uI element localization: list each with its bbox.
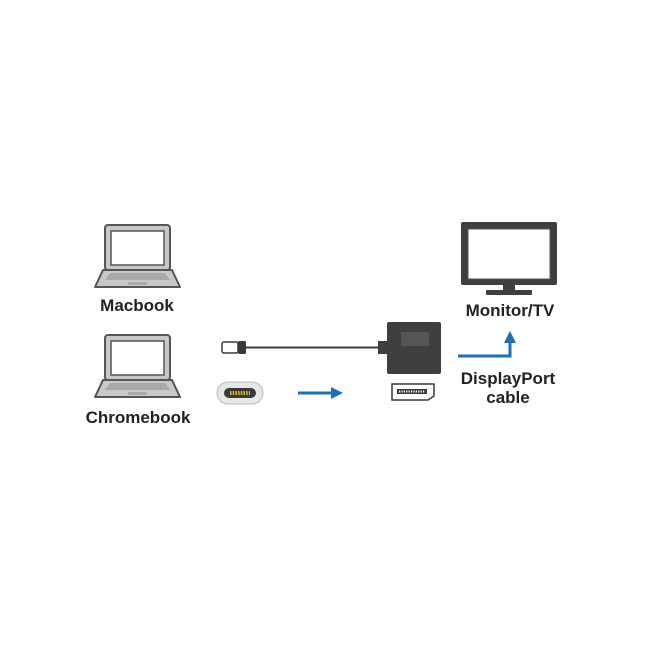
displayport-label-line2: cable	[486, 388, 530, 407]
usb-c-port-icon	[216, 381, 264, 405]
displayport-cable-label: DisplayPort cable	[452, 369, 564, 407]
macbook-label: Macbook	[100, 296, 174, 315]
arrow-right-icon	[298, 387, 343, 399]
adapter-icon	[378, 322, 441, 374]
monitor-label: Monitor/TV	[465, 301, 555, 320]
displayport-label-line1: DisplayPort	[460, 369, 556, 388]
usb-c-cable	[221, 341, 378, 354]
monitor-icon	[461, 222, 557, 295]
chromebook-icon	[94, 334, 181, 398]
macbook-icon	[94, 224, 181, 288]
arrow-up-icon	[458, 331, 516, 358]
chromebook-label: Chromebook	[85, 408, 191, 427]
displayport-port-icon	[391, 383, 435, 401]
